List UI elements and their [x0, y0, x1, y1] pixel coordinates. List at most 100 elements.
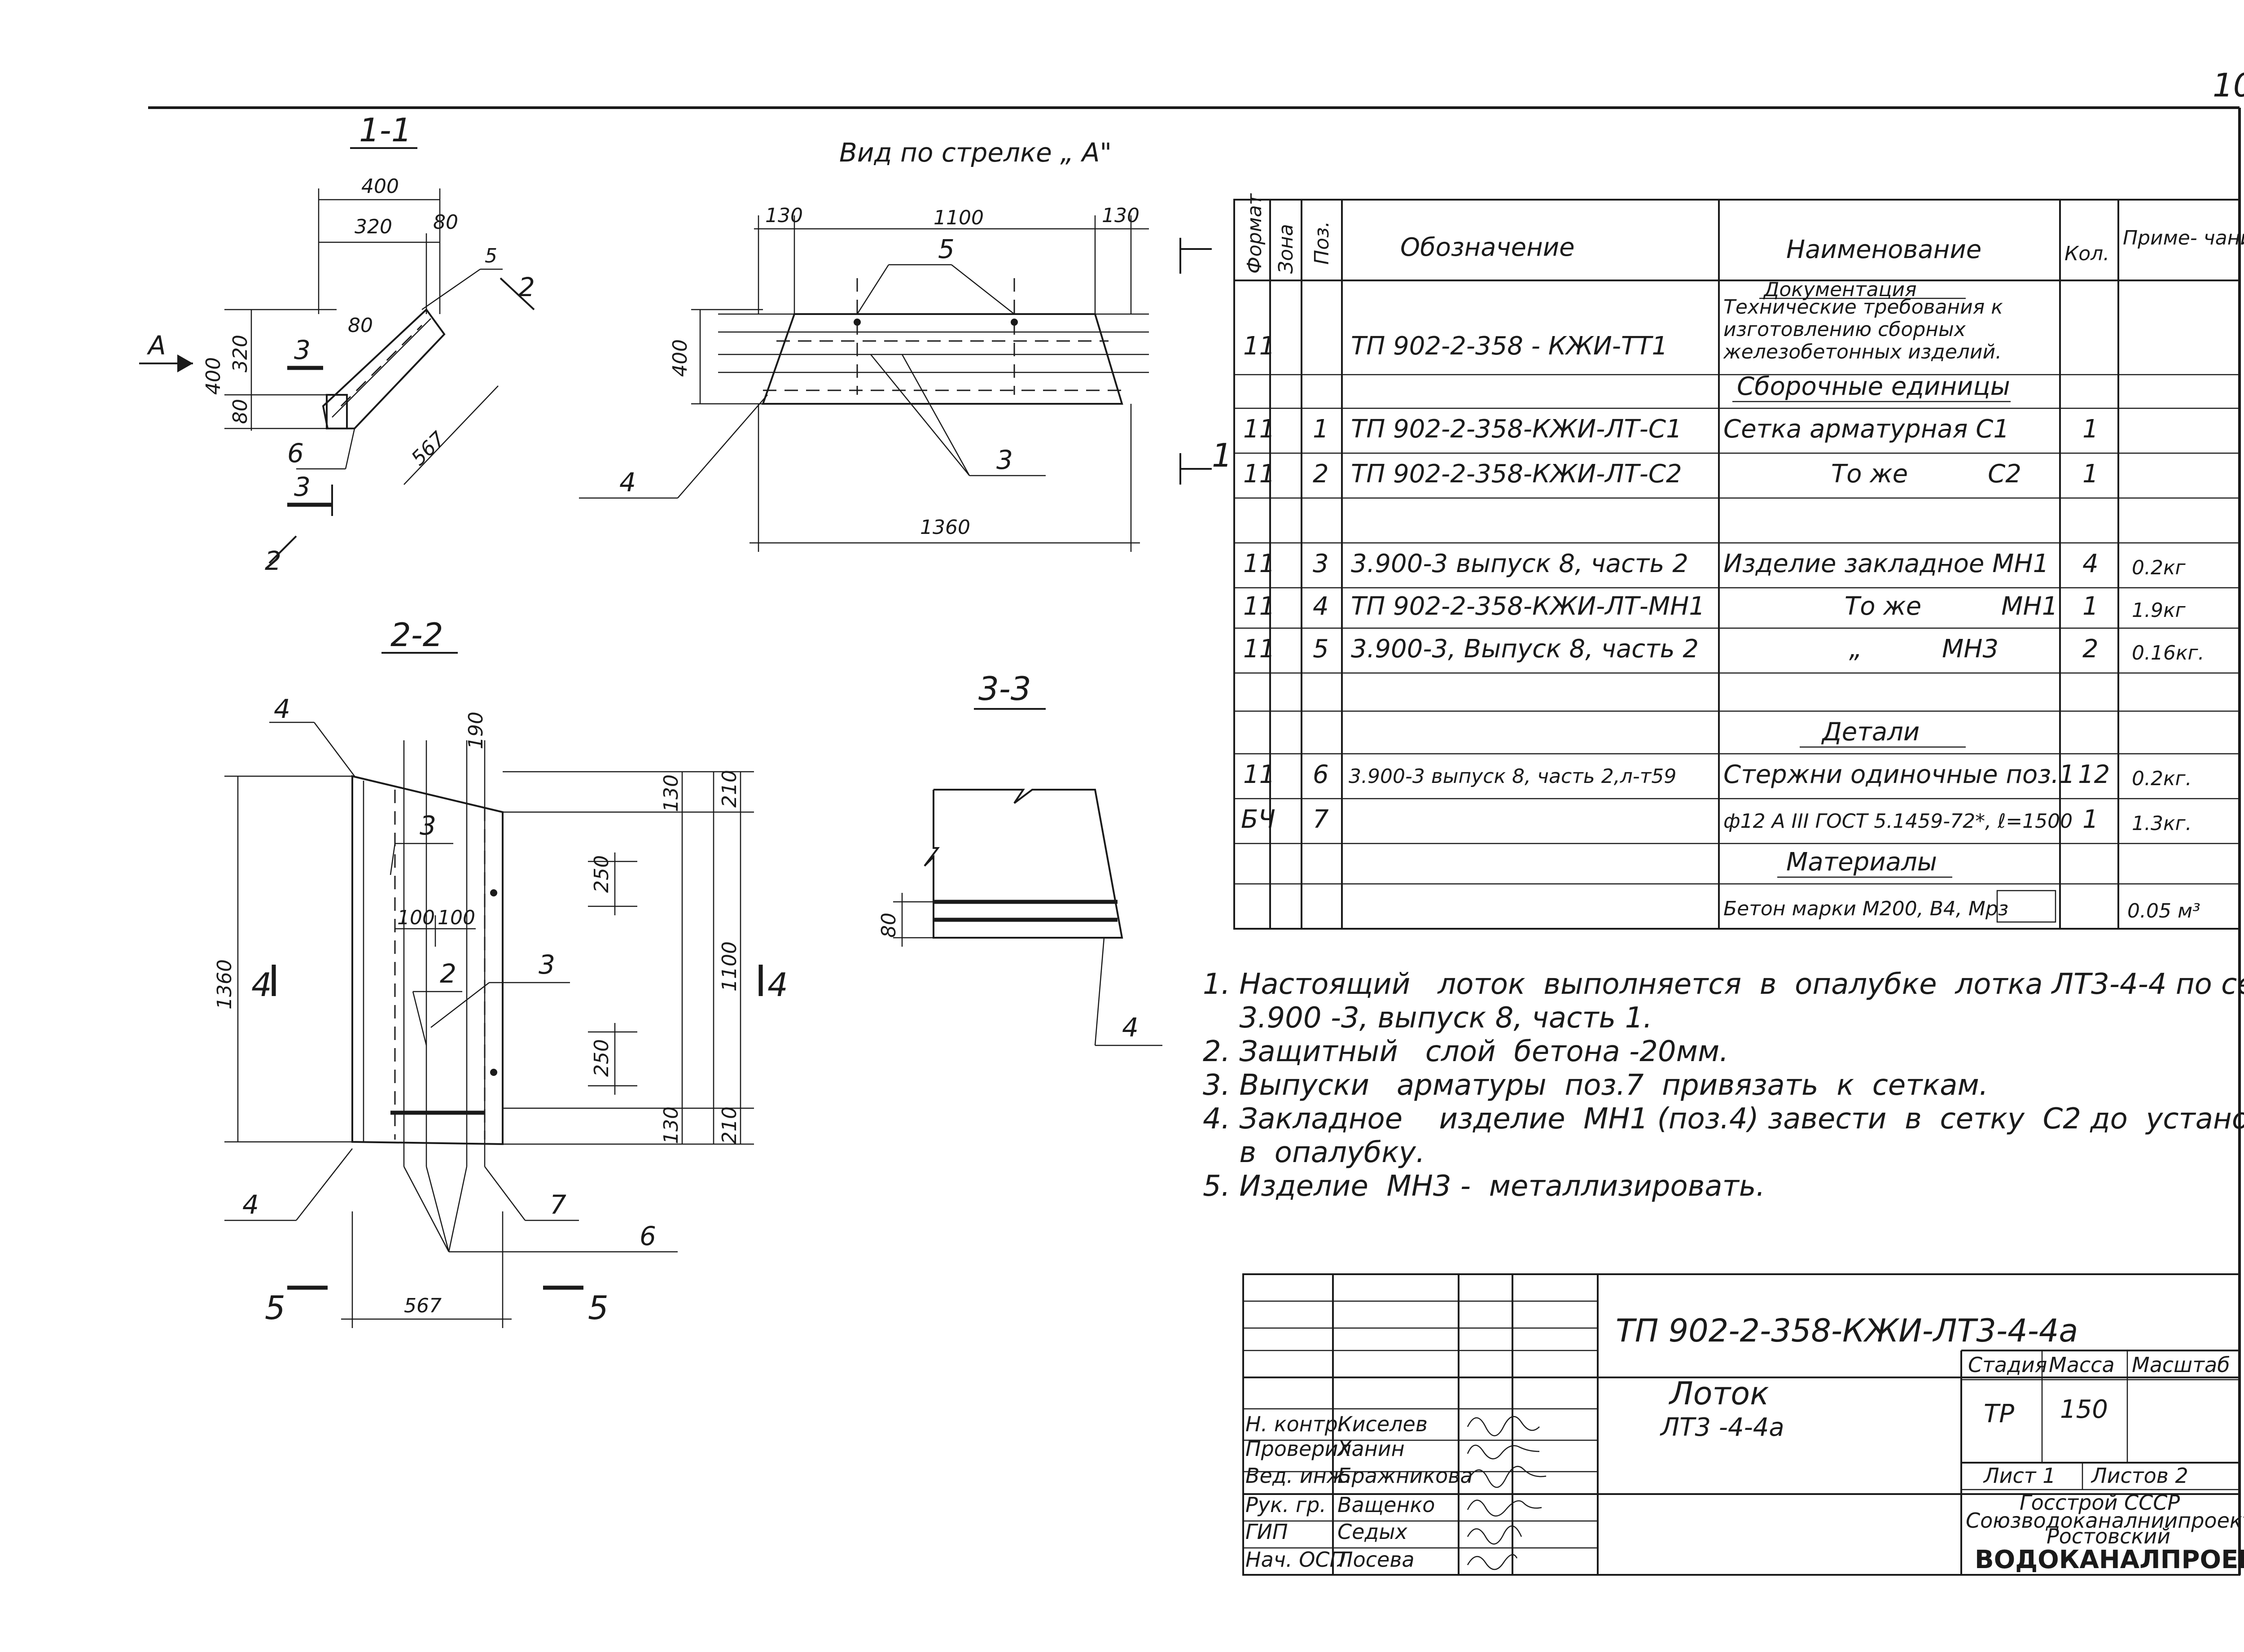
- sig-name-4: Ващенко: [1337, 1493, 1435, 1517]
- title-block: ТП 902-2-358-КЖИ-ЛТ3-4-4а Лоток ЛТ3 -4-4…: [1242, 1273, 2244, 1576]
- callout-2-2-4a: 4: [274, 694, 290, 724]
- view-a: Вид по стрелке „ А" 130 1100 130 400 136…: [579, 137, 1149, 552]
- callout-2-2-7: 7: [550, 1189, 566, 1220]
- callout-2-2-3b: 3: [539, 949, 555, 980]
- note-line-3: 2. Защитный слой бетона -20мм.: [1203, 1035, 1728, 1068]
- callout-1-1-2b: 2: [265, 546, 281, 576]
- hdr-pos: Поз.: [1310, 221, 1333, 265]
- row6-name: Изделие закладное МН1: [1723, 549, 2049, 578]
- org-line-4: ВОДОКАНАЛПРОЕКТ: [1975, 1545, 2244, 1574]
- note-line-4: 3. Выпуски арматуры поз.7 привязать к се…: [1203, 1069, 1988, 1102]
- drawing-title: Лоток: [1668, 1375, 1769, 1412]
- dim-1-1-80v: 80: [229, 399, 252, 424]
- row-documentation-heading: Документация: [1763, 278, 1917, 301]
- sig-role-6: Нач. ОСП: [1245, 1547, 1345, 1572]
- dim-a-1100: 1100: [934, 206, 984, 229]
- document-code: ТП 902-2-358-КЖИ-ЛТ3-4-4а: [1616, 1312, 2078, 1349]
- dim-1-1-400: 400: [361, 175, 399, 198]
- sig-role-1: Н. контр.: [1245, 1412, 1344, 1436]
- dim-a-130b: 130: [1102, 204, 1140, 227]
- stage-value: ТР: [1984, 1399, 2014, 1429]
- row7-note: 1.9кг: [2132, 599, 2186, 622]
- mass-value: 150: [2060, 1395, 2108, 1424]
- row4-qty: 1: [2082, 459, 2099, 489]
- signature-scribble-2: [1467, 1445, 1540, 1460]
- dim-2-2-210a: 210: [718, 770, 741, 808]
- note-line-6: в опалубку.: [1203, 1136, 1425, 1169]
- org-line-2: Союзводоканалниипроект: [1966, 1508, 2244, 1533]
- row3-name: Сетка арматурная С1: [1723, 415, 2009, 444]
- row8-format: 11: [1243, 634, 1275, 664]
- sig-role-3: Вед. инж.: [1245, 1464, 1352, 1488]
- row3-pos: 1: [1313, 415, 1329, 444]
- row6-format: 11: [1243, 549, 1275, 578]
- callout-2-2-6: 6: [640, 1221, 656, 1251]
- dim-a-130a: 130: [765, 204, 803, 227]
- dim-1-1-400v: 400: [202, 357, 225, 395]
- row6-qty: 4: [2082, 549, 2099, 578]
- arrow-a-label: A: [146, 330, 166, 361]
- row4-format: 11: [1243, 459, 1275, 489]
- row8-pos: 5: [1313, 634, 1329, 664]
- sig-role-2: Проверил: [1245, 1437, 1351, 1461]
- row7-name: То же МН1: [1845, 592, 2058, 621]
- row-assembly-heading: Сборочные единицы: [1737, 372, 2010, 401]
- section-3-3-label: 3-3: [978, 670, 1031, 708]
- dim-2-2-1360: 1360: [213, 959, 236, 1010]
- row12-pos: 7: [1313, 805, 1329, 834]
- spec-table: Формат Зона Поз. Обозначение Наименовани…: [1179, 193, 2244, 930]
- row11-name: Стержни одиночные поз.1: [1723, 760, 2075, 789]
- dim-2-2-250a: 250: [590, 855, 613, 893]
- callout-1-1-3a: 3: [294, 335, 311, 365]
- callout-1-1-6: 6: [287, 438, 304, 468]
- org-line-3: Ростовский: [2047, 1524, 2170, 1548]
- view-a-label: Вид по стрелке „ А": [839, 137, 1112, 168]
- callout-2-2-3a: 3: [420, 810, 436, 841]
- note-line-1: 1. Настоящий лоток выполняется в опалубк…: [1203, 968, 2244, 1001]
- row11-note: 0.2кг.: [2132, 767, 2192, 790]
- callout-2-2-4b: 4: [242, 1189, 259, 1220]
- marker-5-left: 5: [265, 1289, 285, 1327]
- row8-note: 0.16кг.: [2132, 642, 2205, 664]
- dim-2-2-130a: 130: [660, 774, 683, 812]
- sig-name-6: Лосева: [1337, 1547, 1415, 1572]
- dim-a-1360: 1360: [920, 516, 970, 539]
- note-line-2: 3.900 -3, выпуск 8, часть 1.: [1203, 1001, 1652, 1035]
- hdr-designation: Обозначение: [1400, 233, 1575, 262]
- row12-format: БЧ: [1241, 805, 1275, 834]
- sig-name-2: Ханин: [1337, 1437, 1405, 1461]
- row14-name: Бетон марки М200, В4, Мрз: [1723, 897, 2008, 920]
- dim-1-1-80: 80: [433, 211, 458, 234]
- section-2-2: 2-2 1360 190 130 210 250: [213, 616, 788, 1328]
- row11-designation: 3.900-3 выпуск 8, часть 2,л-т59: [1349, 765, 1676, 788]
- sig-name-1: Киселев: [1337, 1412, 1428, 1436]
- hdr-name: Наименование: [1786, 235, 1981, 264]
- side-marker-1: 1: [1212, 437, 1232, 474]
- section-3-3: 3-3 80 4: [877, 670, 1162, 1046]
- row7-qty: 1: [2082, 592, 2099, 621]
- org-line-1: Госстрой СССР: [2020, 1490, 2180, 1515]
- row4-designation: ТП 902-2-358-КЖИ-ЛТ-С2: [1351, 459, 1682, 489]
- page-number: 10: [2213, 66, 2244, 104]
- row4-pos: 2: [1313, 459, 1329, 489]
- section-1-1-label: 1-1: [359, 111, 412, 149]
- notes: 1. Настоящий лоток выполняется в опалубк…: [1203, 968, 2244, 1203]
- row8-name: „ МН3: [1849, 634, 1999, 664]
- note-line-5: 4. Закладное изделие МН1 (поз.4) завести…: [1203, 1102, 2244, 1136]
- row-materials-heading: Материалы: [1786, 848, 1937, 877]
- scale-header: Масштаб: [2132, 1353, 2230, 1377]
- row8-qty: 2: [2082, 634, 2099, 664]
- row6-pos: 3: [1313, 549, 1329, 578]
- row3-format: 11: [1243, 415, 1275, 444]
- hdr-zone: Зона: [1275, 224, 1297, 274]
- row1-designation: ТП 902-2-358 - КЖИ-ТТ1: [1351, 332, 1668, 361]
- dim-2-2-130b: 130: [660, 1106, 683, 1144]
- row14-note: 0.05 м³: [2127, 900, 2200, 922]
- hdr-note: Приме- чание: [2123, 227, 2244, 249]
- section-2-2-label: 2-2: [390, 616, 443, 654]
- dim-1-1-80b: 80: [348, 314, 373, 337]
- section-1-1: 1-1 400 320 80 400 320 80 A 80 567 5: [139, 111, 535, 576]
- signature-scribble-1: [1467, 1416, 1540, 1437]
- row4-name: То же С2: [1831, 459, 2021, 489]
- dim-2-2-1100: 1100: [718, 941, 741, 992]
